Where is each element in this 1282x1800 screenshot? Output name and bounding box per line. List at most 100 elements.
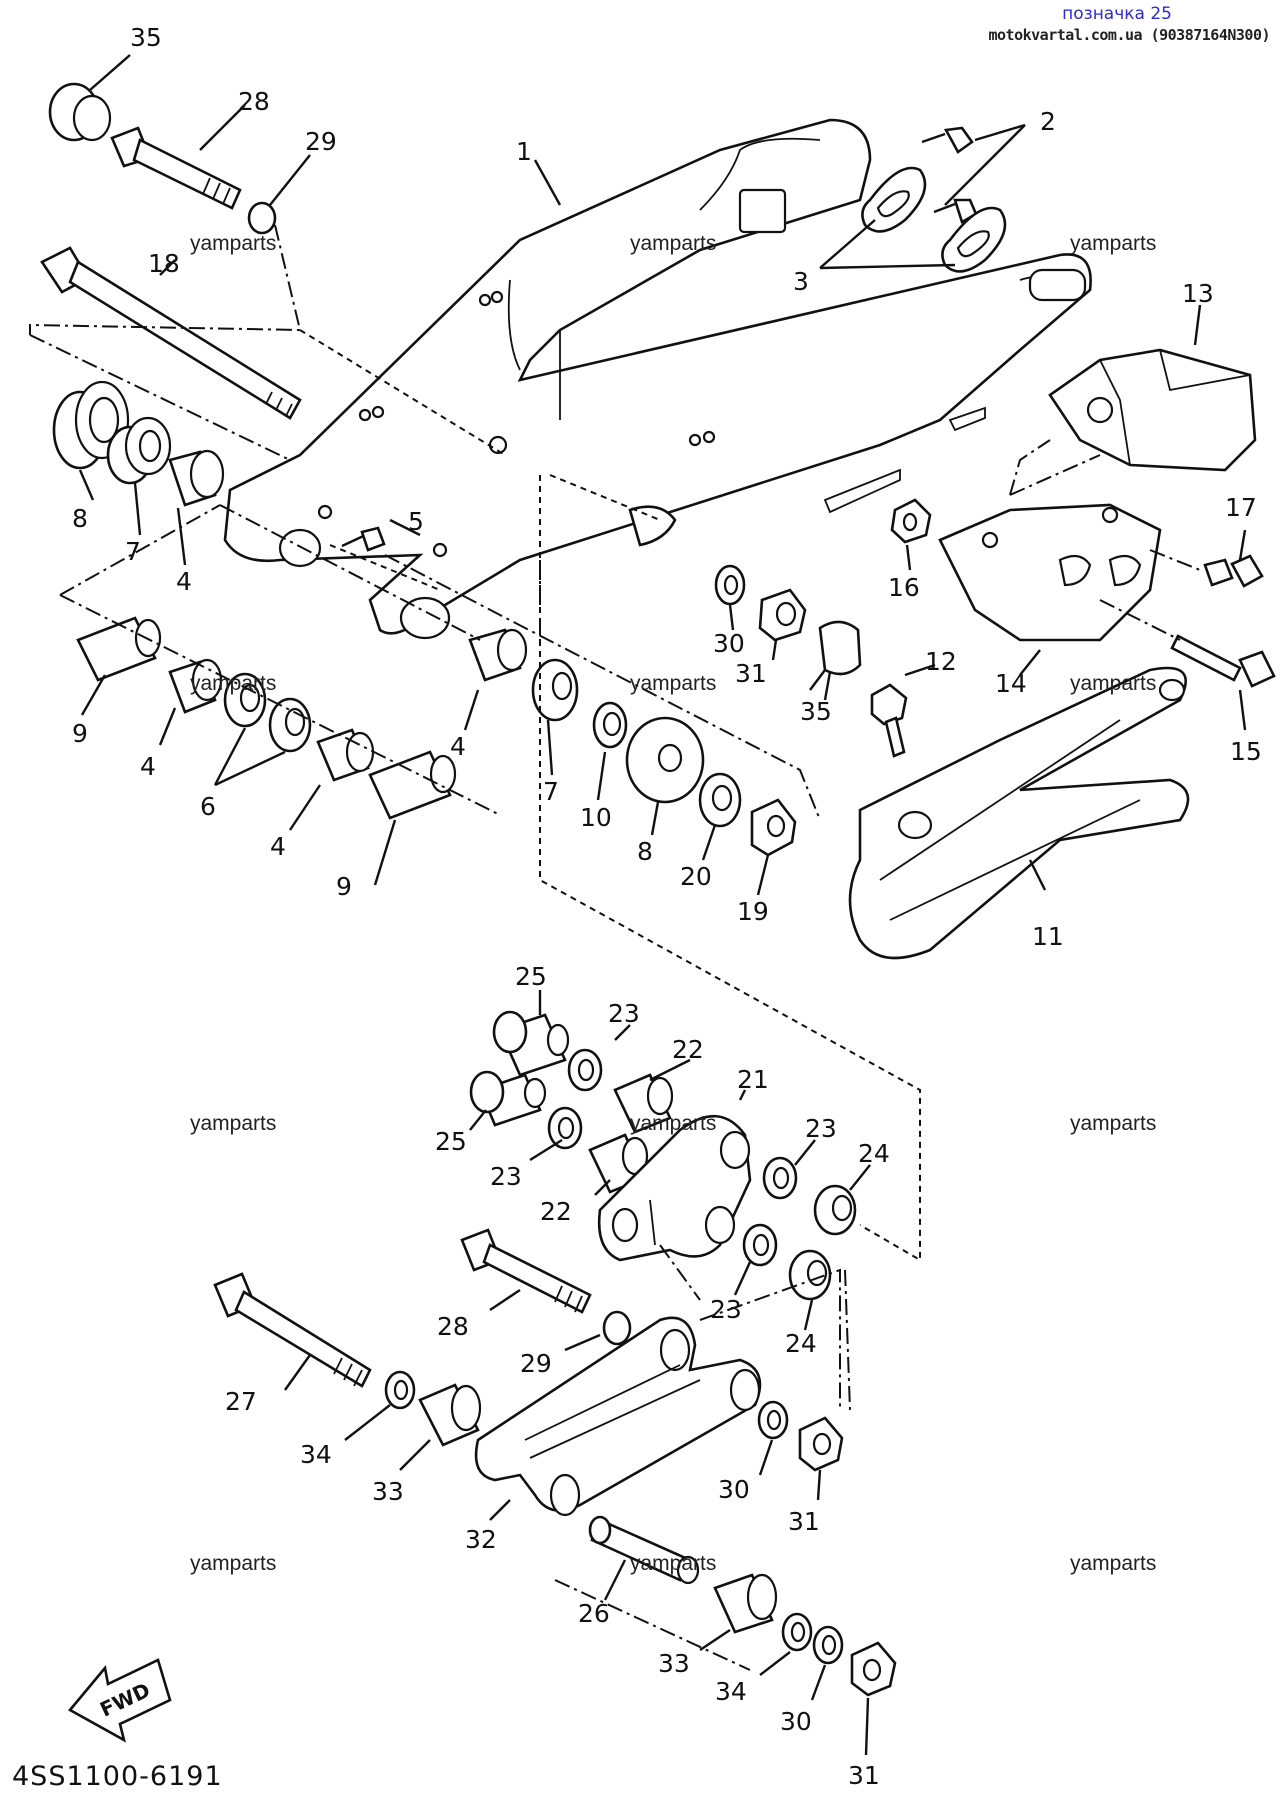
collar-part-33-lower [713,1573,778,1634]
linkage-pins-25 [469,1010,570,1127]
callout-7: 7 [543,777,559,806]
callout-16: 16 [888,573,920,602]
callout-23: 23 [490,1162,522,1191]
watermark-text: yamparts [630,672,716,695]
bolt-part-15 [1170,634,1276,688]
callout-11: 11 [1032,922,1064,951]
bearing-group-left [52,380,225,507]
callout-24: 24 [858,1139,890,1168]
callout-4: 4 [176,567,192,596]
callout-17: 17 [1225,493,1257,522]
linkage-collars-24 [788,1184,857,1301]
callout-33: 33 [372,1477,404,1506]
washer-part-29-lower [602,1310,632,1346]
bolt-part-28-top [110,126,242,210]
watermark-text: yamparts [1070,672,1156,695]
callout-24: 24 [785,1329,817,1358]
chain-slider-part-11 [848,666,1190,960]
watermarks: yamparts yamparts yamparts yamparts yamp… [190,232,1156,1575]
screw-part-5 [317,504,448,558]
callout-35: 35 [130,23,162,52]
linkage-bushings-22 [588,1073,674,1194]
callout-28: 28 [437,1312,469,1341]
bushing-group-lower-left [76,616,457,820]
callout-34: 34 [300,1440,332,1469]
callouts: 35 28 29 1 2 3 18 13 17 8 7 4 5 16 14 30… [72,23,1262,1790]
callout-20: 20 [680,862,712,891]
nut-part-16 [890,498,932,544]
callout-32: 32 [465,1525,497,1554]
callout-14: 14 [995,669,1027,698]
callout-30: 30 [718,1475,750,1504]
callout-35: 35 [800,697,832,726]
callout-8: 8 [72,504,88,533]
callout-2: 2 [1040,107,1056,136]
callout-22: 22 [540,1197,572,1226]
connecting-rod-part-32 [474,1316,762,1517]
callout-7: 7 [125,537,141,566]
nut-washer-lower-right [757,1400,844,1472]
cap-part-35-top [48,82,112,142]
callout-29: 29 [305,127,337,156]
callout-30: 30 [780,1707,812,1736]
callout-27: 27 [225,1387,257,1416]
callout-31: 31 [848,1761,880,1790]
callout-4: 4 [270,832,286,861]
watermark-text: yamparts [1070,232,1156,255]
callout-25: 25 [515,962,547,991]
callout-34: 34 [715,1677,747,1706]
header-source: motokvartal.com.ua (90387164N300) [988,26,1270,44]
chain-guide-part-13 [1048,348,1257,472]
callout-23: 23 [608,999,640,1028]
callout-13: 13 [1182,279,1214,308]
callout-21: 21 [737,1065,769,1094]
callout-5: 5 [408,507,424,536]
watermark-text: yamparts [1070,1552,1156,1575]
collar-part-33-upper [418,1383,482,1447]
callout-8: 8 [637,837,653,866]
watermark-text: yamparts [190,1552,276,1575]
bolt-part-28-lower [460,1228,592,1314]
washer-part-29-top [247,201,277,235]
callout-1: 1 [516,137,532,166]
fwd-arrow-icon: FWD [67,1658,172,1743]
callout-22: 22 [672,1035,704,1064]
callout-4: 4 [450,732,466,761]
callout-25: 25 [435,1127,467,1156]
callout-29: 29 [520,1349,552,1378]
watermark-text: yamparts [630,1112,716,1135]
watermark-text: yamparts [190,232,276,255]
relay-arm-part-21 [597,1114,752,1262]
bolt-part-12 [870,683,908,758]
watermark-text: yamparts [630,1552,716,1575]
bearing-group-right [468,628,797,857]
header-title: позначка 25 [1062,4,1172,24]
bracket-part-14 [938,503,1162,642]
washer-part-34-upper [384,1370,416,1410]
callout-30: 30 [713,629,745,658]
bolt-part-27 [213,1272,372,1388]
swingarm [223,118,1092,640]
watermark-text: yamparts [190,672,276,695]
bolt-part-17 [1203,554,1264,588]
callout-9: 9 [72,719,88,748]
callout-6: 6 [200,792,216,821]
callout-15: 15 [1230,737,1262,766]
callout-23: 23 [710,1295,742,1324]
callout-9: 9 [336,872,352,901]
screw-part-2 [921,126,978,224]
watermark-text: yamparts [630,232,716,255]
diagram-code: 4SS1100-6191 [12,1761,223,1792]
watermark-text: yamparts [1070,1112,1156,1135]
plate-part-3 [861,166,1007,273]
callout-26: 26 [578,1599,610,1628]
pivot-shaft-part-18 [40,246,302,420]
callout-31: 31 [735,659,767,688]
callout-3: 3 [793,267,809,296]
callout-28: 28 [238,87,270,116]
callout-18: 18 [148,249,180,278]
leader-lines [29,54,1247,1756]
callout-12: 12 [925,647,957,676]
callout-23: 23 [805,1114,837,1143]
